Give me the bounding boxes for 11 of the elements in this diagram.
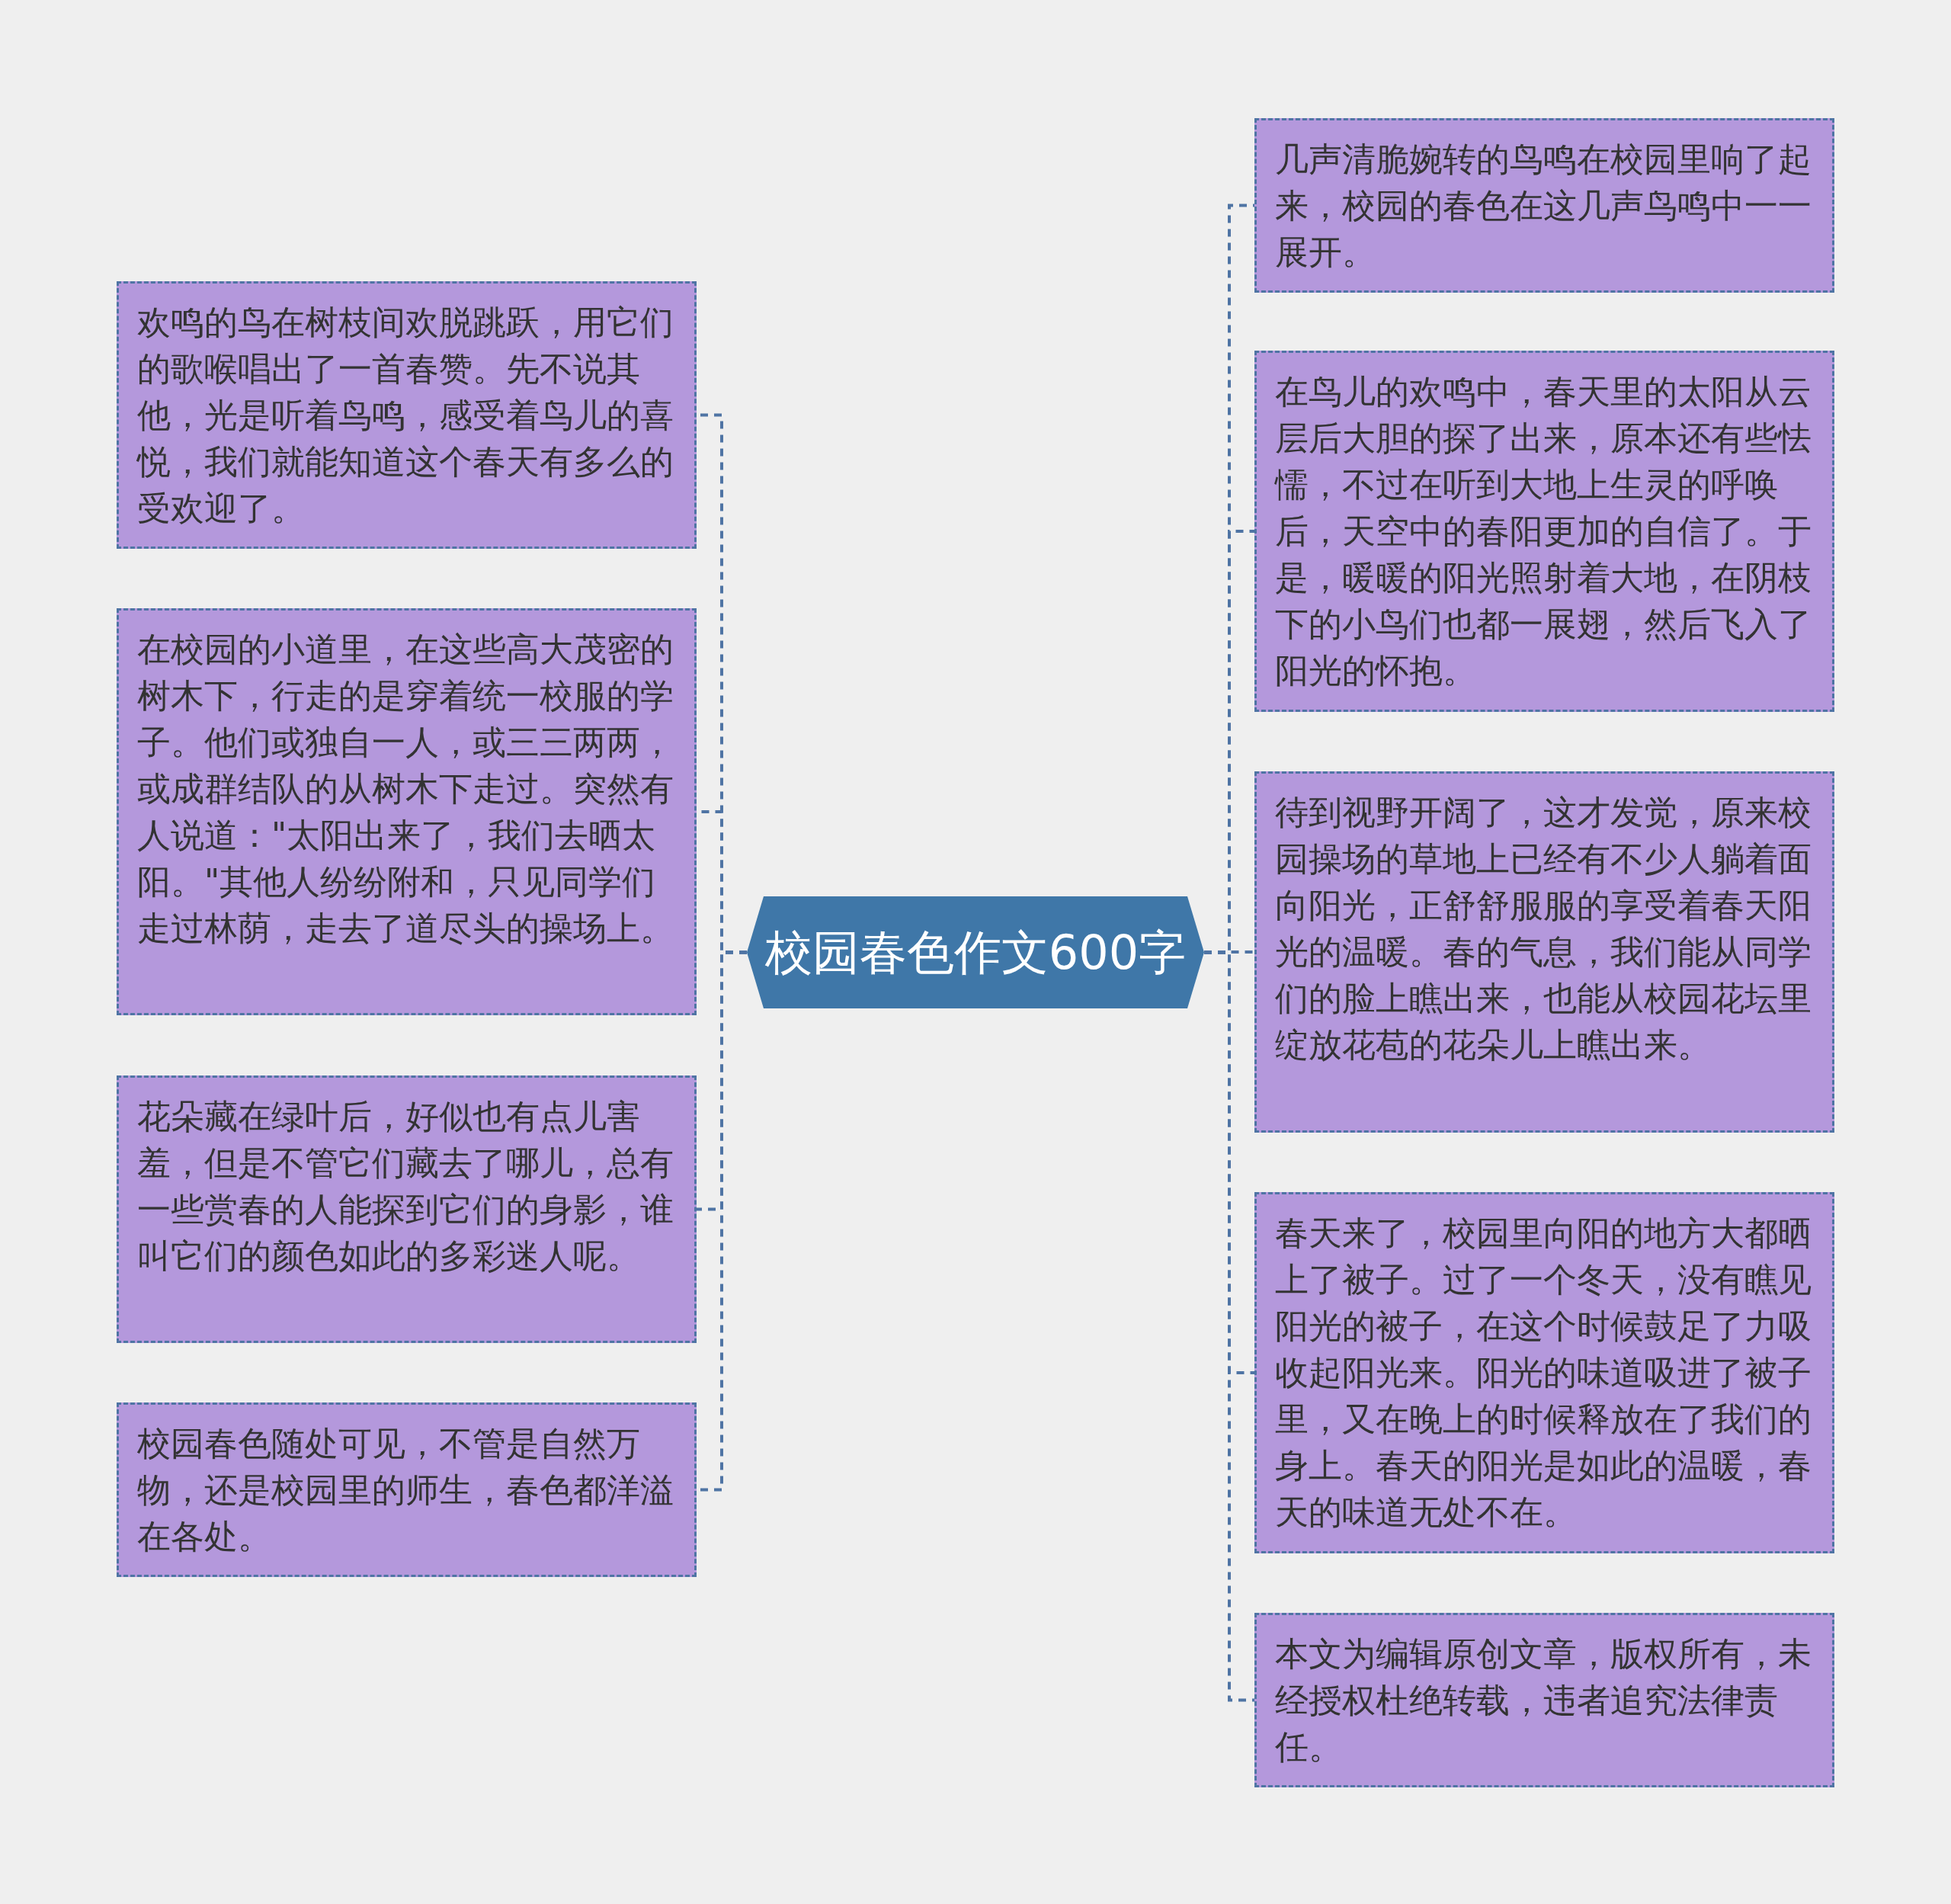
text-box: 花朵藏在绿叶后，好似也有点儿害羞，但是不管它们藏去了哪儿，总有一些赏春的人能探到它们的身影，谁叫它们的颜色如此的多彩迷人呢。: [117, 1075, 697, 1343]
text-box: 几声清脆婉转的鸟鸣在校园里响了起来，校园的春色在这几声鸟鸣中一一展开。: [1254, 118, 1834, 293]
text-box: 校园春色随处可见，不管是自然万物，还是校园里的师生，春色都洋溢在各处。: [117, 1402, 697, 1577]
text-box: 本文为编辑原创文章，版权所有，未经授权杜绝转载，违者追究法律责任。: [1254, 1613, 1834, 1787]
central-topic: [747, 896, 1204, 1008]
text-box: 春天来了，校园里向阳的地方大都晒上了被子。过了一个冬天，没有瞧见阳光的被子，在这个时候鼓足了力吸收起阳光来。阳光的味道吸进了被子里，又在晚上的时候释放在了我们的身上。春天的阳光是如此的温暖，春天的味道无处不在。: [1254, 1192, 1834, 1553]
text-box: 在鸟儿的欢鸣中，春天里的太阳从云层后大胆的探了出来，原本还有些怯懦，不过在听到大地上生灵的呼唤后，天空中的春阳更加的自信了。于是，暖暖的阳光照射着大地，在阴枝下的小鸟们也都一展翅，然后飞入了阳光的怀抱。: [1254, 351, 1834, 712]
text-box: 欢鸣的鸟在树枝间欢脱跳跃，用它们的歌喉唱出了一首春赞。先不说其他，光是听着鸟鸣，感受着鸟儿的喜悦，我们就能知道这个春天有多么的受欢迎了。: [117, 281, 697, 549]
text-box: 待到视野开阔了，这才发觉，原来校园操场的草地上已经有不少人躺着面向阳光，正舒舒服服的享受着春天阳光的温暖。春的气息，我们能从同学们的脸上瞧出来，也能从校园花坛里绽放花苞的花朵儿上瞧出来。: [1254, 771, 1834, 1133]
topic-title: 校园春色作文600字: [764, 923, 1187, 982]
text-box: 在校园的小道里，在这些高大茂密的树木下，行走的是穿着统一校服的学子。他们或独自一人，或三三两两，或成群结队的从树木下走过。突然有人说道："太阳出来了，我们去晒太阳。"其他人纷纷附和，只见同学们走过林荫，走去了道尽头的操场上。: [117, 608, 697, 1015]
